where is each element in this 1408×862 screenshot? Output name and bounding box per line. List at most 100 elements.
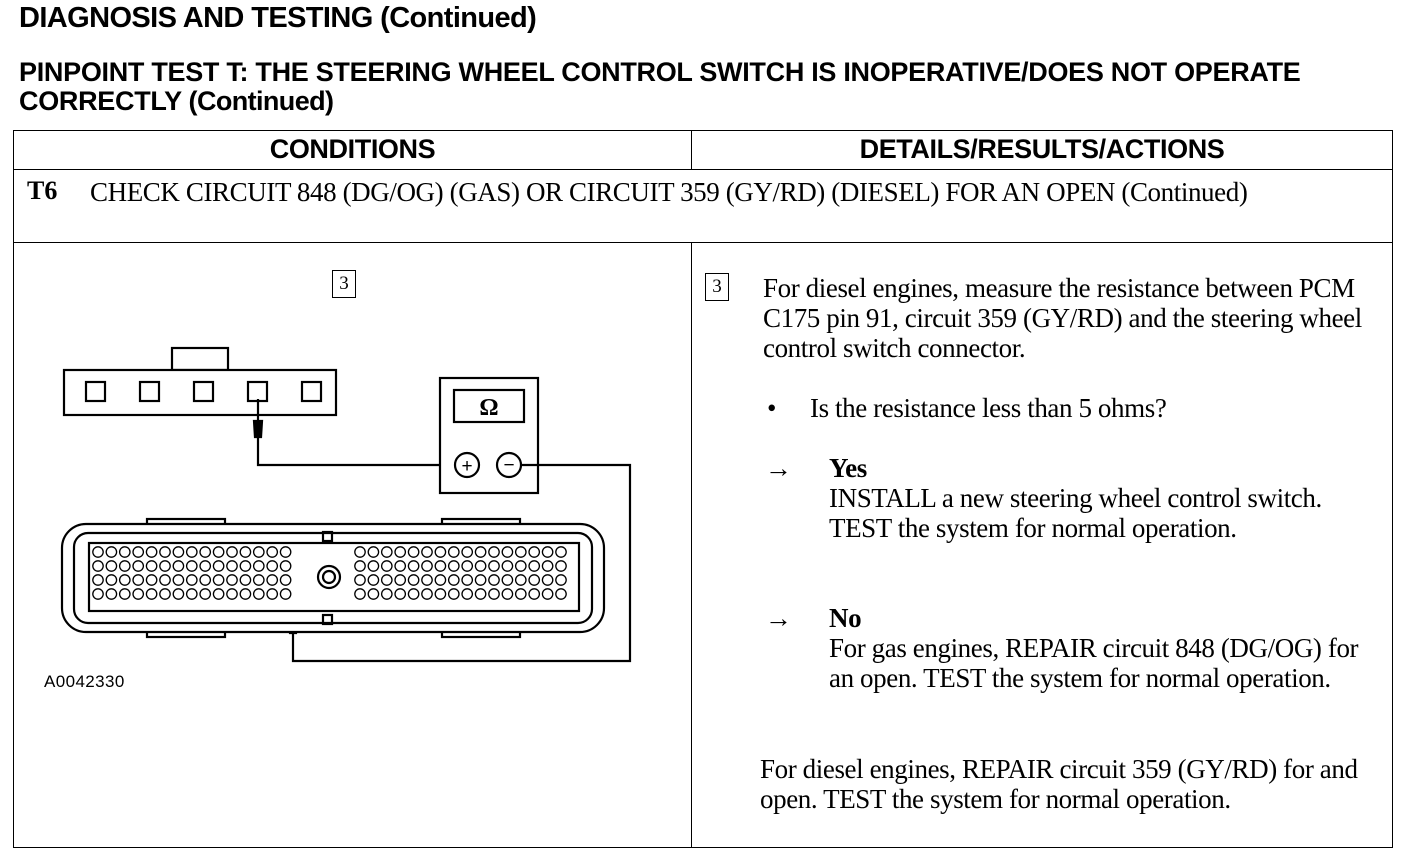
pcm-pin <box>212 560 225 572</box>
connector-pin-1 <box>84 380 107 403</box>
column-header-conditions: CONDITIONS <box>269 134 436 164</box>
yes-arrow: → <box>765 453 792 483</box>
pinpoint-test-title: PINPOINT TEST T: THE STEERING WHEEL CONT… <box>19 58 1389 116</box>
step-id: T6 <box>27 176 58 205</box>
plus-sign: + <box>461 456 472 477</box>
positive-terminal <box>453 451 481 479</box>
ohm-symbol: Ω <box>479 395 498 421</box>
pcm-pin <box>447 574 460 586</box>
pcm-pin <box>159 560 171 572</box>
pcm-pin <box>434 560 447 572</box>
details-step-number: 3 <box>705 273 729 301</box>
pcm-pin <box>488 560 500 572</box>
pcm-pin <box>528 546 541 558</box>
pcm-pin <box>172 560 185 572</box>
pcm-pin <box>501 574 514 586</box>
pcm-pin <box>145 574 158 586</box>
bullet: • <box>767 393 777 423</box>
probe-handle <box>252 419 264 439</box>
pcm-pin <box>447 546 460 558</box>
pcm-pin <box>407 560 420 572</box>
pcm-pin <box>118 588 131 600</box>
pcm-pin <box>354 588 366 600</box>
pcm-pin <box>145 546 158 558</box>
column-header-details: DETAILS/RESULTS/ACTIONS <box>859 134 1225 164</box>
pcm-pin <box>354 546 366 558</box>
header-column-divider <box>691 131 692 169</box>
pcm-pin <box>380 574 393 586</box>
pcm-pin <box>394 588 407 600</box>
pcm-pin <box>354 574 366 586</box>
no-label: No <box>829 603 862 633</box>
pcm-pin <box>461 574 474 586</box>
pcm-key-bottom <box>321 613 334 626</box>
figure-code: A0042330 <box>44 672 125 691</box>
pcm-pin <box>488 574 500 586</box>
pcm-pin <box>514 574 527 586</box>
pcm-pin <box>501 588 514 600</box>
pcm-pin <box>279 574 292 586</box>
yes-label: Yes <box>829 453 867 483</box>
ohmmeter <box>438 376 540 495</box>
pcm-pin <box>514 546 527 558</box>
pcm-pin <box>105 546 118 558</box>
pcm-pin <box>118 560 131 572</box>
pcm-pin <box>367 546 380 558</box>
pcm-pin <box>514 588 527 600</box>
pcm-pin-array <box>92 546 567 600</box>
step-title: CHECK CIRCUIT 848 (DG/OG) (GAS) OR CIRCU… <box>90 177 1248 207</box>
test-table: CONDITIONS DETAILS/RESULTS/ACTIONS T6 CH… <box>13 130 1393 848</box>
pcm-pin <box>199 546 212 558</box>
pcm-pin <box>380 560 393 572</box>
pcm-pin <box>541 588 554 600</box>
pcm-pin <box>434 546 447 558</box>
pcm-pin <box>421 546 433 558</box>
pcm-pin <box>185 588 198 600</box>
pcm-pin <box>528 560 541 572</box>
pcm-pin <box>252 574 265 586</box>
pcm-pin <box>555 560 567 572</box>
pcm-pin <box>474 560 487 572</box>
pcm-pin <box>447 560 460 572</box>
figure-step-number: 3 <box>332 270 356 298</box>
pcm-pin <box>421 560 433 572</box>
pcm-pin <box>421 574 433 586</box>
step-row-divider <box>14 242 1392 243</box>
pcm-pin <box>380 588 393 600</box>
pcm-pin <box>92 546 104 558</box>
instruction-text: For diesel engines, measure the resistan… <box>763 273 1362 363</box>
pcm-pin <box>367 574 380 586</box>
pcm-pin <box>212 588 225 600</box>
pcm-pin <box>434 574 447 586</box>
pcm-pin <box>92 588 104 600</box>
pcm-pin <box>199 560 212 572</box>
pinpoint-test-title-suffix: (Continued) <box>188 86 334 116</box>
pcm-pin <box>159 574 171 586</box>
pcm-pin <box>394 574 407 586</box>
connector-latch <box>170 346 230 372</box>
pcm-pin <box>354 560 366 572</box>
header-row-divider <box>14 169 1392 170</box>
pcm-pin <box>488 588 500 600</box>
pcm-pin <box>380 546 393 558</box>
pcm-bolt-inner <box>321 569 337 585</box>
pcm-pin <box>212 574 225 586</box>
ohmmeter-display <box>452 388 526 424</box>
pcm-pin <box>185 560 198 572</box>
pcm-pin <box>367 560 380 572</box>
pcm-pin <box>132 560 145 572</box>
pcm-pin <box>555 588 567 600</box>
no-action-gas: For gas engines, REPAIR circuit 848 (DG/… <box>829 633 1359 693</box>
pcm-pin <box>501 546 514 558</box>
pcm-pin <box>541 574 554 586</box>
pcm-pin <box>159 588 171 600</box>
pcm-pin <box>239 546 252 558</box>
pcm-bolt <box>316 564 342 590</box>
pcm-pin <box>105 574 118 586</box>
pcm-pin <box>407 546 420 558</box>
pcm-pin <box>474 574 487 586</box>
pcm-pin <box>447 588 460 600</box>
pcm-pin <box>474 546 487 558</box>
pcm-pin <box>252 546 265 558</box>
pcm-pin <box>226 588 238 600</box>
